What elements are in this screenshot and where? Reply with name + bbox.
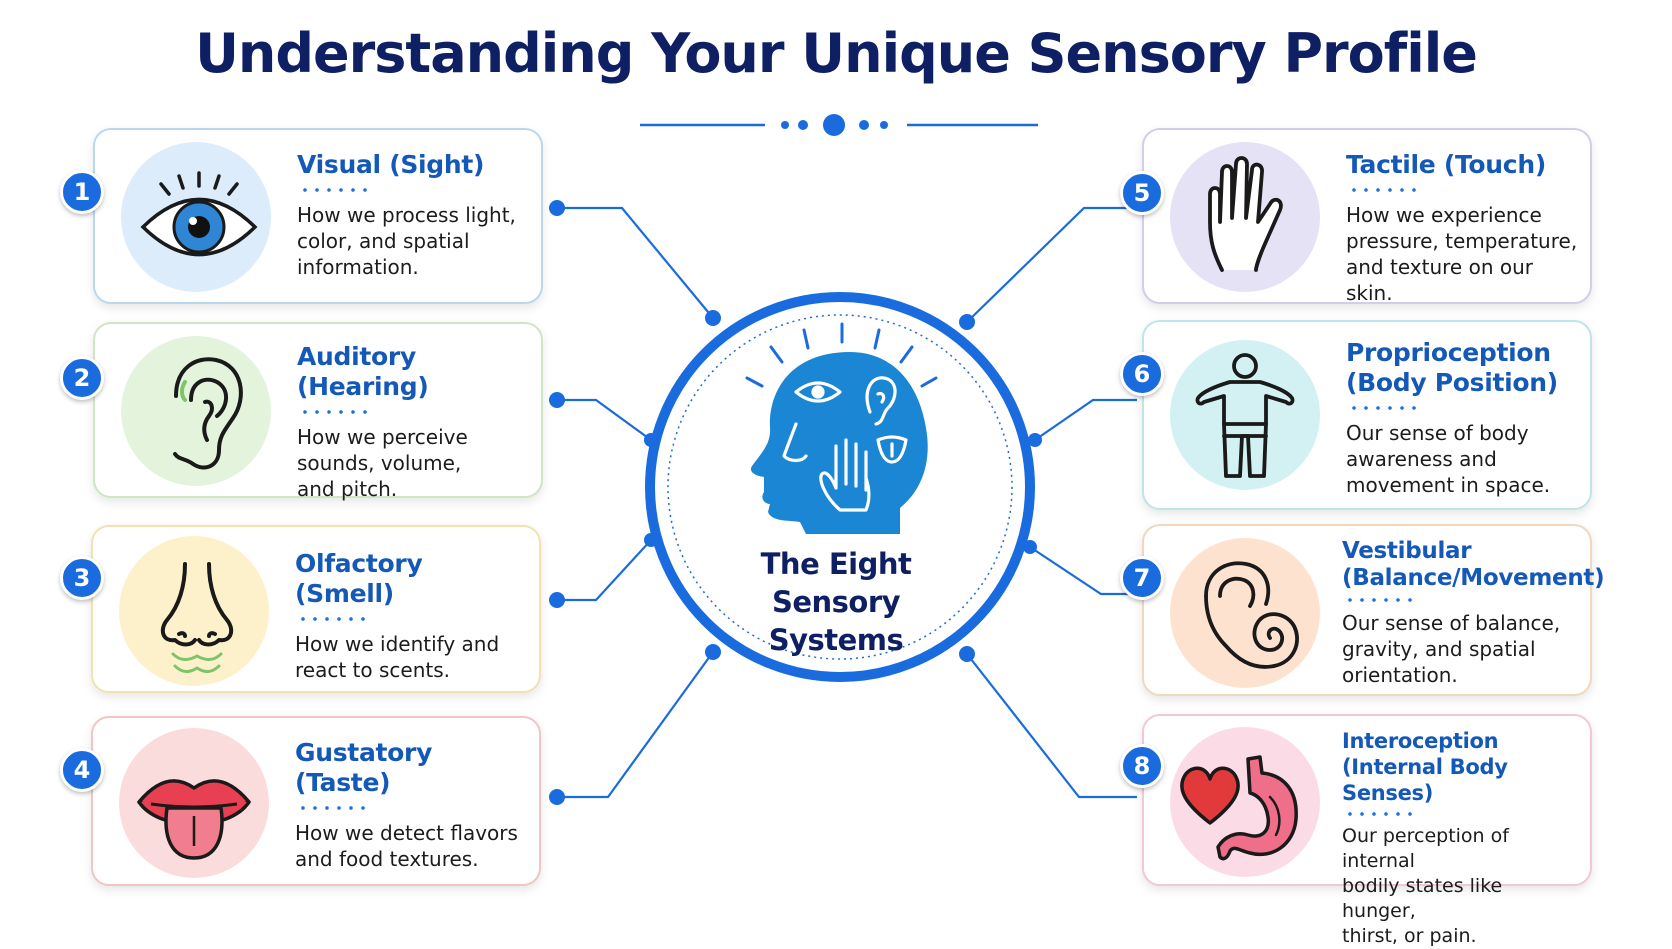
sense-title: Olfactory (Smell) bbox=[295, 549, 423, 608]
icon-background bbox=[119, 536, 269, 686]
sense-number-badge: 7 bbox=[1120, 556, 1164, 600]
sense-description-line: thirst, or pain. bbox=[1342, 925, 1477, 947]
title-dots bbox=[297, 806, 373, 810]
inner-ear-icon bbox=[1204, 561, 1299, 669]
sense-card-olfactory: Olfactory (Smell) How we identify and re… bbox=[91, 525, 541, 693]
sense-description-line: color, and spatial bbox=[297, 229, 470, 253]
sense-number-badge: 8 bbox=[1120, 744, 1164, 788]
sense-number-badge: 1 bbox=[60, 170, 104, 214]
sense-card-interoception: Interoception (Internal Body Senses) Our… bbox=[1142, 714, 1592, 947]
title-dots bbox=[297, 617, 373, 621]
sense-description-line: Our perception of internal bbox=[1342, 825, 1509, 872]
icon-background bbox=[121, 142, 271, 292]
sense-number-badge: 6 bbox=[1120, 352, 1164, 396]
sense-description-line: How we process light, bbox=[297, 203, 516, 227]
sense-description-line: react to scents. bbox=[295, 658, 450, 682]
sense-title: Interoception bbox=[1342, 729, 1499, 753]
icon-background bbox=[1170, 727, 1320, 877]
title-dots bbox=[299, 410, 375, 414]
icon-background bbox=[1170, 142, 1320, 292]
body-icon bbox=[1195, 353, 1295, 478]
sense-description-line: orientation. bbox=[1342, 663, 1458, 687]
sense-title: Tactile (Touch) bbox=[1346, 150, 1546, 179]
sense-description-line: gravity, and spatial bbox=[1342, 637, 1536, 661]
sense-number-badge: 3 bbox=[60, 556, 104, 600]
sense-description-line: Our sense of body bbox=[1346, 421, 1529, 445]
sense-card-vestibular: Vestibular (Balance/Movement) Our sense … bbox=[1142, 524, 1605, 696]
brain-senses-icon bbox=[745, 322, 938, 534]
title-dots bbox=[299, 188, 375, 192]
sense-title: (Body Position) bbox=[1346, 368, 1558, 397]
sense-description-line: bodily states like hunger, bbox=[1342, 875, 1503, 922]
sense-title: Auditory (Hearing) bbox=[297, 342, 429, 401]
sense-description-line: How we detect flavors bbox=[295, 821, 518, 845]
mouth-icon bbox=[137, 779, 251, 860]
eye-icon bbox=[140, 171, 258, 257]
title-dots bbox=[1348, 188, 1424, 192]
sense-title: Vestibular bbox=[1342, 538, 1472, 564]
sense-card-auditory: Auditory (Hearing) How we perceive sound… bbox=[93, 322, 543, 501]
sense-title: Visual (Sight) bbox=[297, 150, 485, 179]
icon-background bbox=[1170, 340, 1320, 490]
sense-card-visual: Visual (Sight) How we process light, col… bbox=[93, 128, 543, 304]
sense-card-tactile: Tactile (Touch) How we experience pressu… bbox=[1142, 128, 1592, 305]
sense-card-gustatory: Gustatory (Taste) How we detect flavors … bbox=[91, 716, 541, 886]
page-title: Understanding Your Unique Sensory Profil… bbox=[195, 22, 1478, 85]
connector-lines bbox=[557, 206, 1137, 799]
sense-description-line: Our sense of balance, bbox=[1342, 611, 1561, 635]
sense-description-line: How we identify and bbox=[295, 632, 500, 656]
icon-background bbox=[121, 336, 271, 486]
sense-title: Gustatory (Taste) bbox=[295, 738, 433, 797]
title-dots bbox=[1344, 812, 1420, 816]
sense-description-line: and pitch. bbox=[297, 477, 398, 501]
sense-title: (Balance/Movement) bbox=[1342, 565, 1605, 591]
sense-number-badge: 4 bbox=[60, 748, 104, 792]
sense-description-line: How we experience bbox=[1346, 203, 1542, 227]
title-dots bbox=[1348, 406, 1424, 410]
sense-card-proprioception: Proprioception (Body Position) Our sense… bbox=[1142, 320, 1592, 510]
ear-icon bbox=[173, 357, 243, 470]
sense-description-line: How we perceive bbox=[297, 425, 468, 449]
sense-description-line: and food textures. bbox=[295, 847, 479, 871]
sense-description-line: movement in space. bbox=[1346, 473, 1551, 497]
sense-number-badge: 5 bbox=[1120, 171, 1164, 215]
title-divider bbox=[640, 114, 1038, 136]
center-label-line: The Eight bbox=[760, 547, 912, 581]
icon-background bbox=[119, 728, 269, 878]
hand-icon bbox=[1208, 156, 1283, 272]
nose-icon bbox=[160, 562, 234, 673]
sense-description-line: sounds, volume, bbox=[297, 451, 462, 475]
center-label-line: Sensory Systems bbox=[768, 585, 904, 657]
sense-description-line: information. bbox=[297, 255, 419, 279]
title-dots bbox=[1344, 598, 1420, 602]
sense-description-line: and texture on our skin. bbox=[1346, 255, 1533, 305]
sense-description-line: pressure, temperature, bbox=[1346, 229, 1578, 253]
heart-stomach-icon bbox=[1180, 755, 1298, 861]
center-label: The Eight Sensory Systems bbox=[718, 545, 954, 659]
sense-description-line: awareness and bbox=[1346, 447, 1497, 471]
sense-title: (Internal Body Senses) bbox=[1342, 755, 1508, 805]
sense-title: Proprioception bbox=[1346, 338, 1551, 367]
sense-number-badge: 2 bbox=[60, 356, 104, 400]
icon-background bbox=[1170, 538, 1320, 688]
